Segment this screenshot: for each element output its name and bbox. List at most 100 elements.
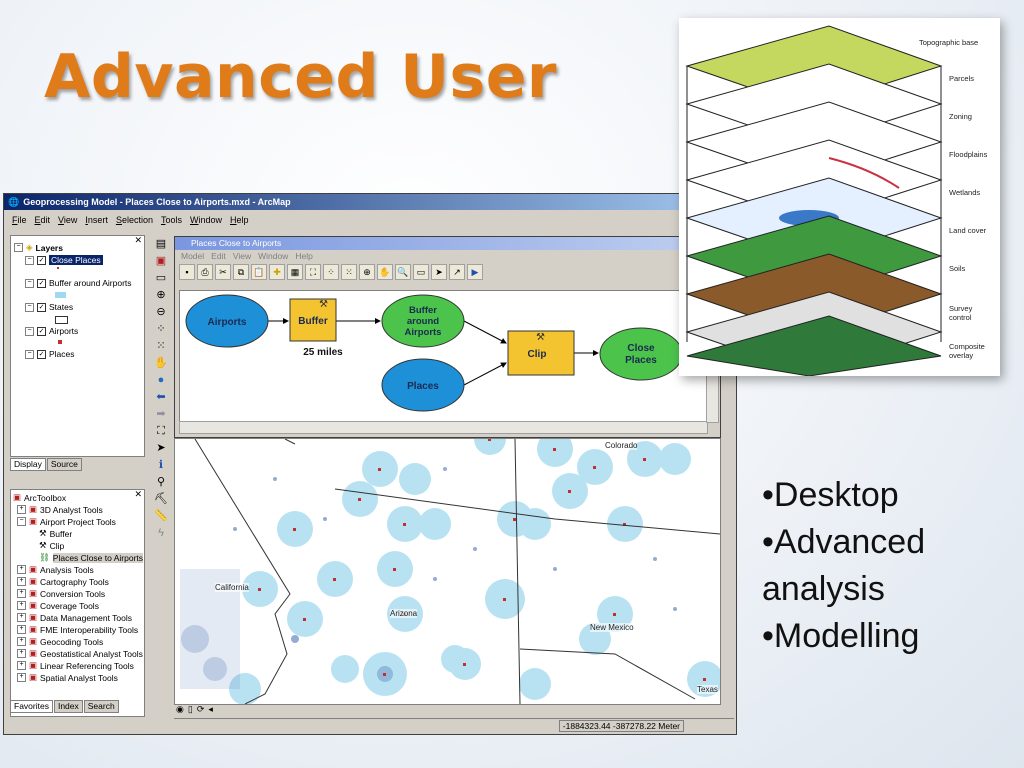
zoom-in-icon[interactable]: ⊕ [359,264,375,280]
toolbox-item[interactable]: +▣FME Interoperability Tools [17,624,138,635]
pan-icon[interactable]: ✋ [154,357,168,369]
zoom-fixed-icon[interactable]: ⁙ [341,264,357,280]
add-data-icon[interactable]: ✚ [269,264,285,280]
toolbox-item[interactable]: +▣Geocoding Tools [17,636,103,647]
expand-icon[interactable]: + [17,649,26,658]
collapse-icon[interactable]: − [25,255,34,265]
map-view[interactable]: Colorado California Arizona New Mexico T… [174,438,721,705]
refresh-icon[interactable]: ⟳ [196,704,205,714]
airports-node[interactable] [185,294,269,348]
toolbox-item[interactable]: +▣Linear Referencing Tools [17,660,134,671]
connect-icon[interactable]: ↗ [449,264,465,280]
save-icon[interactable]: ▪ [179,264,195,280]
expand-icon[interactable]: + [17,613,26,622]
toolbox-item[interactable]: −▣Airport Project Tools [17,516,116,527]
expand-icon[interactable]: + [17,637,26,646]
model-canvas[interactable]: Airports ⚒ Buffer 25 miles Buffer around… [179,290,708,423]
fixed-zoom-in-icon[interactable]: ⁘ [156,323,166,335]
zoom-icon[interactable]: 🔍 [395,264,411,280]
toolbox-item[interactable]: +▣3D Analyst Tools [17,504,103,515]
model-menu-help[interactable]: Help [295,251,313,261]
pointer-icon[interactable]: ➤ [156,442,166,454]
model-menu-model[interactable]: Model [181,251,205,261]
collapse-icon[interactable]: − [14,243,23,252]
full-extent-icon[interactable]: ● [157,374,165,386]
places-node[interactable] [381,358,465,412]
collapse-icon[interactable]: − [17,517,26,526]
expand-icon[interactable]: + [17,589,26,598]
copy-icon[interactable]: ⧉ [233,264,249,280]
close-places-node[interactable] [599,327,683,381]
toolbox-item[interactable]: +▣Data Management Tools [17,612,132,623]
tab-favorites[interactable]: Favorites [10,700,53,713]
buffer-output-node[interactable] [381,294,465,348]
collapse-icon[interactable]: − [25,349,34,359]
menu-tools[interactable]: Tools [160,215,182,225]
collapse-icon[interactable]: − [25,278,34,288]
toolbox-item[interactable]: +▣Analysis Tools [17,564,94,575]
toc-layer-close-places[interactable]: − ✓ Close Places [25,255,103,265]
identify-icon[interactable]: ℹ [158,459,164,471]
expand-icon[interactable]: + [17,673,26,682]
toc-layer-states[interactable]: − ✓ States [25,302,73,312]
model-menu-window[interactable]: Window [258,251,289,261]
scroll-left-icon[interactable]: ◂ [208,704,213,714]
data-view-icon[interactable]: ◉ [176,704,184,714]
paste-icon[interactable]: 📋 [251,264,267,280]
menu-insert[interactable]: Insert [85,215,108,225]
window-icon[interactable]: ▭ [155,272,167,284]
expand-icon[interactable]: + [17,577,26,586]
menu-help[interactable]: Help [230,215,249,225]
menu-view[interactable]: View [58,215,78,225]
full-extent-icon[interactable]: ⛶ [305,264,321,280]
toc-layer-places[interactable]: − ✓ Places [25,349,75,359]
toolbox-icon[interactable]: ▣ [155,255,167,267]
layer-visible-checkbox[interactable]: ✓ [37,255,46,265]
menu-file[interactable]: File [12,215,27,225]
tool-item[interactable]: ⚒Buffer [39,528,72,539]
toolbox-item[interactable]: +▣Coverage Tools [17,600,99,611]
toolbox-item[interactable]: +▣Geostatistical Analyst Tools [17,648,143,659]
toolbox-item[interactable]: +▣Conversion Tools [17,588,105,599]
measure-icon[interactable]: 📏 [154,510,168,522]
zoom-layout-icon[interactable]: ⁘ [323,264,339,280]
layer-visible-checkbox[interactable]: ✓ [37,278,46,288]
zoom-in-icon[interactable]: ⊕ [156,289,166,301]
layer-visible-checkbox[interactable]: ✓ [37,302,46,312]
overview-icon[interactable]: ▭ [413,264,429,280]
layer-visible-checkbox[interactable]: ✓ [37,349,46,359]
close-icon[interactable]: ✕ [134,489,142,499]
collapse-icon[interactable]: − [25,326,34,336]
lightning-icon[interactable]: ϟ [158,527,164,539]
expand-icon[interactable]: + [17,505,26,514]
toolbox-item[interactable]: +▣Cartography Tools [17,576,109,587]
back-icon[interactable]: ⬅ [156,391,166,403]
clip-tool-node[interactable] [507,330,575,376]
menu-edit[interactable]: Edit [34,215,51,225]
collapse-icon[interactable]: − [25,302,34,312]
toolbox-root[interactable]: ▣ ArcToolbox [13,492,66,503]
select-features-icon[interactable]: ⛶ [157,425,165,437]
tab-index[interactable]: Index [53,700,83,713]
model-horizontal-scrollbar[interactable] [179,421,708,434]
tab-display[interactable]: Display [10,458,46,471]
pan-icon[interactable]: ✋ [377,264,393,280]
find-icon[interactable]: ⛏ [154,493,168,505]
select-icon[interactable]: ➤ [431,264,447,280]
tab-search[interactable]: Search [83,700,119,713]
toc-root[interactable]: − ◈ Layers [14,242,63,253]
toc-layer-buffer[interactable]: − ✓ Buffer around Airports [25,278,132,288]
toc-layer-airports[interactable]: − ✓ Airports [25,326,78,336]
forward-icon[interactable]: ➡ [156,408,166,420]
buffer-tool-node[interactable] [289,298,337,342]
model-menu-edit[interactable]: Edit [211,251,226,261]
tool-item[interactable]: ⛓Places Close to Airports [39,552,144,563]
cut-icon[interactable]: ✂ [215,264,231,280]
print-icon[interactable]: ⎙ [197,264,213,280]
run-icon[interactable]: ▶ [467,264,483,280]
layer-visible-checkbox[interactable]: ✓ [37,326,46,336]
expand-icon[interactable]: + [17,601,26,610]
expand-icon[interactable]: + [17,625,26,634]
expand-icon[interactable]: + [17,661,26,670]
auto-layout-icon[interactable]: ▦ [287,264,303,280]
